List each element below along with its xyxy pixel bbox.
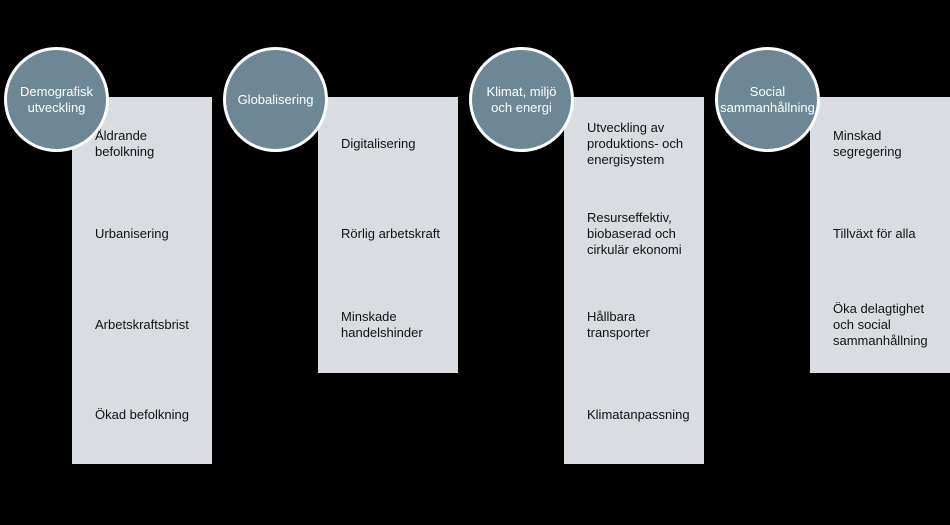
list-item: Ökad befolkning: [95, 407, 189, 422]
category-title: Social sammanhållning: [720, 83, 815, 115]
list-item: Klimatanpassning: [587, 407, 690, 422]
column-demografisk-utveckling: Åldrande befolkning Urbanisering Arbetsk…: [0, 0, 240, 525]
list-item: Rörlig arbetskraft: [341, 226, 440, 241]
list-item: Åldrande befolkning: [95, 128, 155, 159]
column-social-sammanhallning: Minskad segregering Tillväxt för alla Ök…: [715, 0, 950, 525]
list-item: Minskade handelshinder: [341, 309, 423, 340]
column-klimat-miljo-energi: Utveckling av produktions- och energisys…: [469, 0, 732, 525]
list-item: Minskad segregering: [833, 128, 902, 159]
category-circle: Social sammanhållning: [715, 47, 820, 152]
list-item: Resurseffektiv, biobaserad och cirkulär …: [587, 210, 682, 257]
item-card: Åldrande befolkning Urbanisering Arbetsk…: [72, 97, 212, 464]
list-item: Urbanisering: [95, 226, 169, 241]
list-item: Tillväxt för alla: [833, 226, 916, 241]
list-item: Arbetskraftsbrist: [95, 317, 189, 332]
column-globalisering: Digitalisering Rörlig arbetskraft Minska…: [223, 0, 486, 525]
list-item: Öka delagtighet och social sammanhållnin…: [833, 301, 928, 348]
category-title: Globalisering: [237, 91, 314, 107]
category-circle: Klimat, miljö och energi: [469, 47, 574, 152]
category-circle: Demografisk utveckling: [4, 47, 109, 152]
list-item: Hållbara transporter: [587, 309, 650, 340]
category-title: Klimat, miljö och energi: [486, 83, 557, 115]
category-title: Demografisk utveckling: [20, 83, 93, 115]
category-circle: Globalisering: [223, 47, 328, 152]
list-item: Digitalisering: [341, 136, 416, 151]
item-card: Minskad segregering Tillväxt för alla Ök…: [810, 97, 950, 373]
item-card: Digitalisering Rörlig arbetskraft Minska…: [318, 97, 458, 373]
item-card: Utveckling av produktions- och energisys…: [564, 97, 704, 464]
list-item: Utveckling av produktions- och energisys…: [587, 120, 684, 167]
